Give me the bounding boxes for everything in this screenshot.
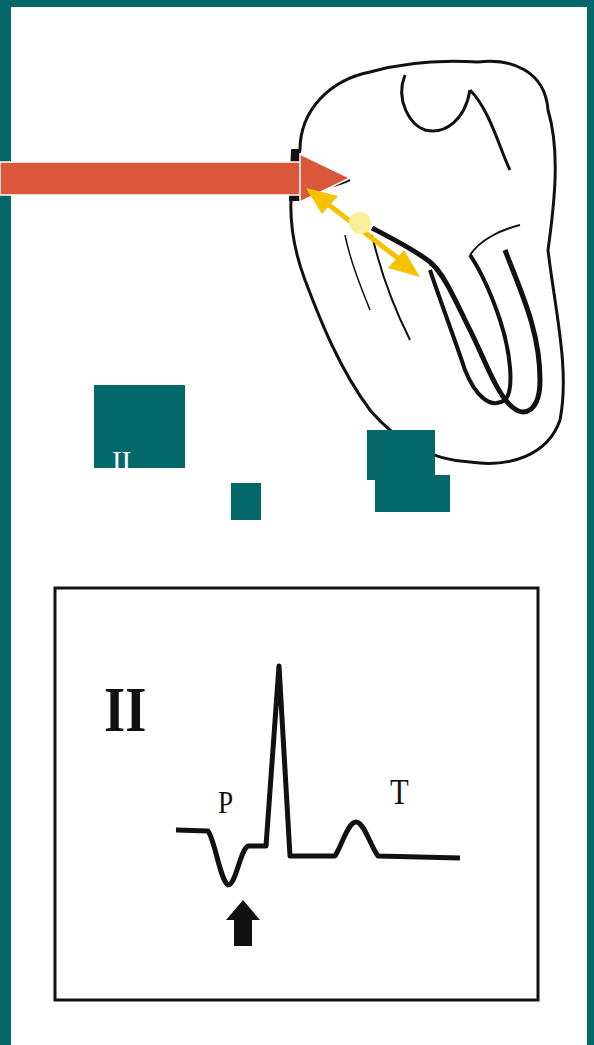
heart-illustration <box>290 61 563 463</box>
lead-label: II <box>104 678 146 742</box>
ecg-frame <box>55 588 538 1000</box>
wave-label: P <box>218 786 233 818</box>
marker-arrow <box>226 900 260 946</box>
pointer-arrow <box>0 154 350 202</box>
conduction-arrow <box>306 188 420 277</box>
wave-label: T <box>390 774 409 810</box>
ecg-trace <box>176 666 460 885</box>
lead-label: II <box>112 446 131 480</box>
cover-box <box>94 385 450 520</box>
